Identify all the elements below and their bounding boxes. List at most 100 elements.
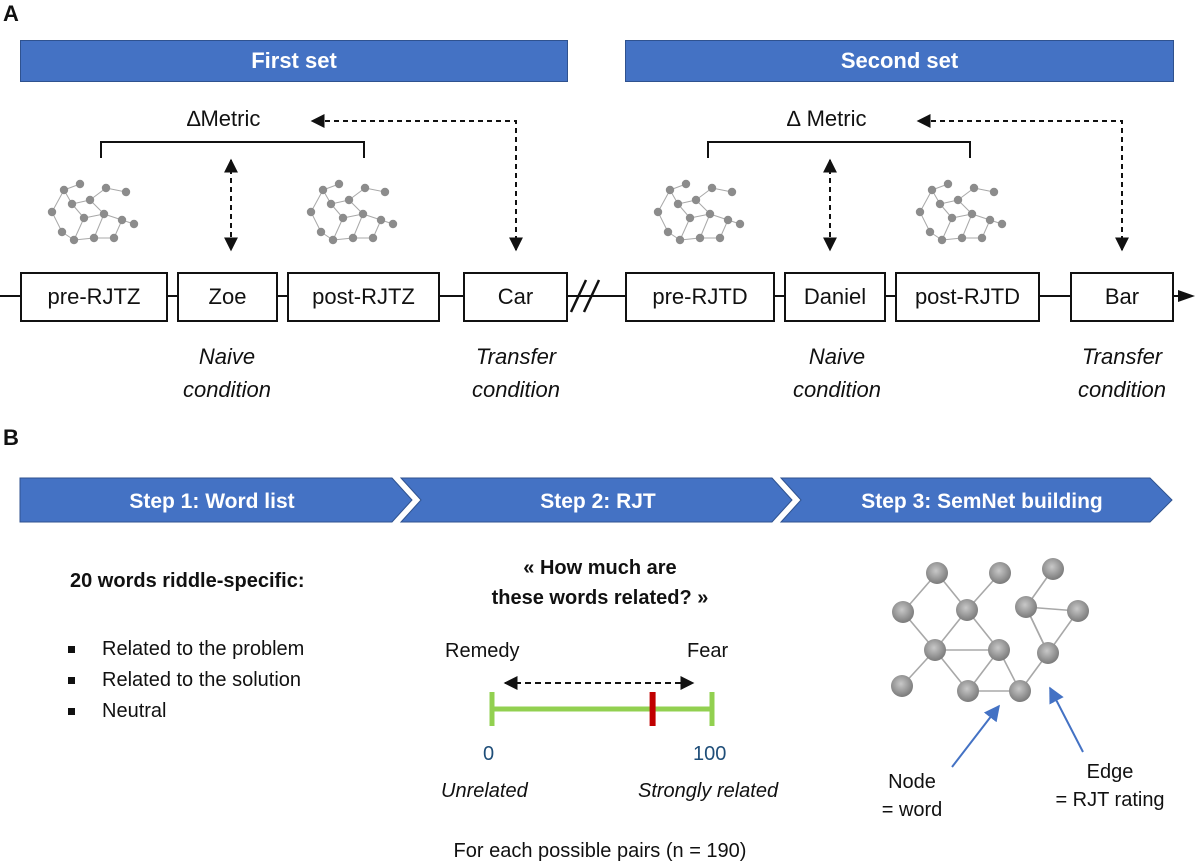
box-post-rjtz: post-RJTZ [287, 272, 440, 322]
network-node [691, 195, 701, 205]
network-node [957, 680, 979, 702]
word-list-item: Related to the solution [62, 665, 304, 696]
network-node [109, 233, 119, 243]
network-node [675, 235, 685, 245]
network-node [969, 183, 979, 193]
network-node [953, 195, 963, 205]
rjt-question-line: « How much are [523, 557, 677, 579]
network-edge [961, 213, 973, 239]
network-node [338, 213, 348, 223]
network-node [47, 207, 57, 217]
box-pre-rjtd: pre-RJTD [625, 272, 775, 322]
network-node [989, 187, 999, 197]
network-node [663, 227, 673, 237]
condition-word: Naive [198, 344, 256, 369]
box-zoe: Zoe [177, 272, 278, 322]
word-list-title: 20 words riddle-specific: [70, 570, 305, 592]
rjt-scale-max-label: 100 [693, 743, 727, 765]
network-node [388, 219, 398, 229]
network-node [376, 215, 386, 225]
network-node [735, 219, 745, 229]
network-node [715, 233, 725, 243]
node-pointer-arrow [951, 704, 1000, 768]
box-car: Car [463, 272, 568, 322]
network-node [723, 215, 733, 225]
network-node [328, 235, 338, 245]
condition-word: condition [182, 377, 272, 402]
metric-label-first: ∆Metric [187, 106, 261, 131]
condition-word: Transfer [475, 344, 557, 369]
word-list-items: Related to the problem Related to the so… [62, 634, 304, 727]
network-node [380, 187, 390, 197]
rjt-question: « How much are these words related? » [440, 553, 760, 613]
network-node [89, 233, 99, 243]
network-node [924, 639, 946, 661]
metric-label-second: ∆ Metric [787, 106, 867, 131]
step-2-label: Step 2: RJT [540, 490, 656, 513]
network-node [892, 601, 914, 623]
edge-annotation-line: = RJT rating [1055, 789, 1165, 811]
network-node [956, 599, 978, 621]
condition-transfer-second: Transfer condition [1052, 340, 1192, 406]
network-node [925, 227, 935, 237]
network-node [988, 639, 1010, 661]
step-1-label: Step 1: Word list [129, 490, 294, 513]
network-node [75, 179, 85, 189]
network-node [685, 213, 695, 223]
condition-transfer-first: Transfer condition [446, 340, 586, 406]
transfer-arrow-second [916, 114, 1129, 252]
break-mark-2 [582, 279, 601, 313]
network-node [673, 199, 683, 209]
network-node [69, 235, 79, 245]
condition-naive-first: Naive condition [157, 340, 297, 406]
network-node [1037, 642, 1059, 664]
network-edge [699, 213, 711, 239]
step-1-chevron [19, 477, 413, 523]
network-node [358, 209, 368, 219]
step-3-label: Step 3: SemNet building [861, 490, 1103, 513]
network-edge [352, 213, 364, 239]
network-node [653, 207, 663, 217]
network-icon-pre-second [653, 179, 745, 245]
network-node [326, 199, 336, 209]
condition-naive-second: Naive condition [767, 340, 907, 406]
network-node [985, 215, 995, 225]
network-node [943, 179, 953, 189]
second-set-bar: Second set [625, 40, 1174, 82]
network-node [344, 195, 354, 205]
box-daniel: Daniel [784, 272, 886, 322]
network-node [1015, 596, 1037, 618]
network-node [318, 185, 328, 195]
network-node [121, 187, 131, 197]
rjt-word-left: Remedy [445, 640, 520, 662]
network-icon-post-first [306, 179, 398, 245]
edge-annotation: Edge = RJT rating [1040, 758, 1180, 814]
network-node [967, 209, 977, 219]
condition-word: condition [792, 377, 882, 402]
word-list-item: Related to the problem [62, 634, 304, 665]
network-node [926, 562, 948, 584]
panel-label-a: A [3, 1, 19, 26]
network-node [85, 195, 95, 205]
network-node [695, 233, 705, 243]
rjt-pairs-footer: For each possible pairs (n = 190) [453, 840, 747, 862]
break-mark-1 [569, 279, 588, 313]
network-node [1009, 680, 1031, 702]
network-node [368, 233, 378, 243]
network-node [67, 199, 77, 209]
network-node [1067, 600, 1089, 622]
node-annotation-line: Node [888, 771, 936, 793]
network-node [705, 209, 715, 219]
rjt-scale-min-label: 0 [483, 743, 495, 765]
network-node [306, 207, 316, 217]
rjt-strongly-related-label: Strongly related [638, 780, 779, 802]
condition-word: condition [471, 377, 561, 402]
network-node [57, 227, 67, 237]
network-node [997, 219, 1007, 229]
network-node [59, 185, 69, 195]
network-node [1042, 558, 1064, 580]
network-node [989, 562, 1011, 584]
node-annotation-line: = word [881, 799, 943, 821]
network-node [681, 179, 691, 189]
network-node [707, 183, 717, 193]
